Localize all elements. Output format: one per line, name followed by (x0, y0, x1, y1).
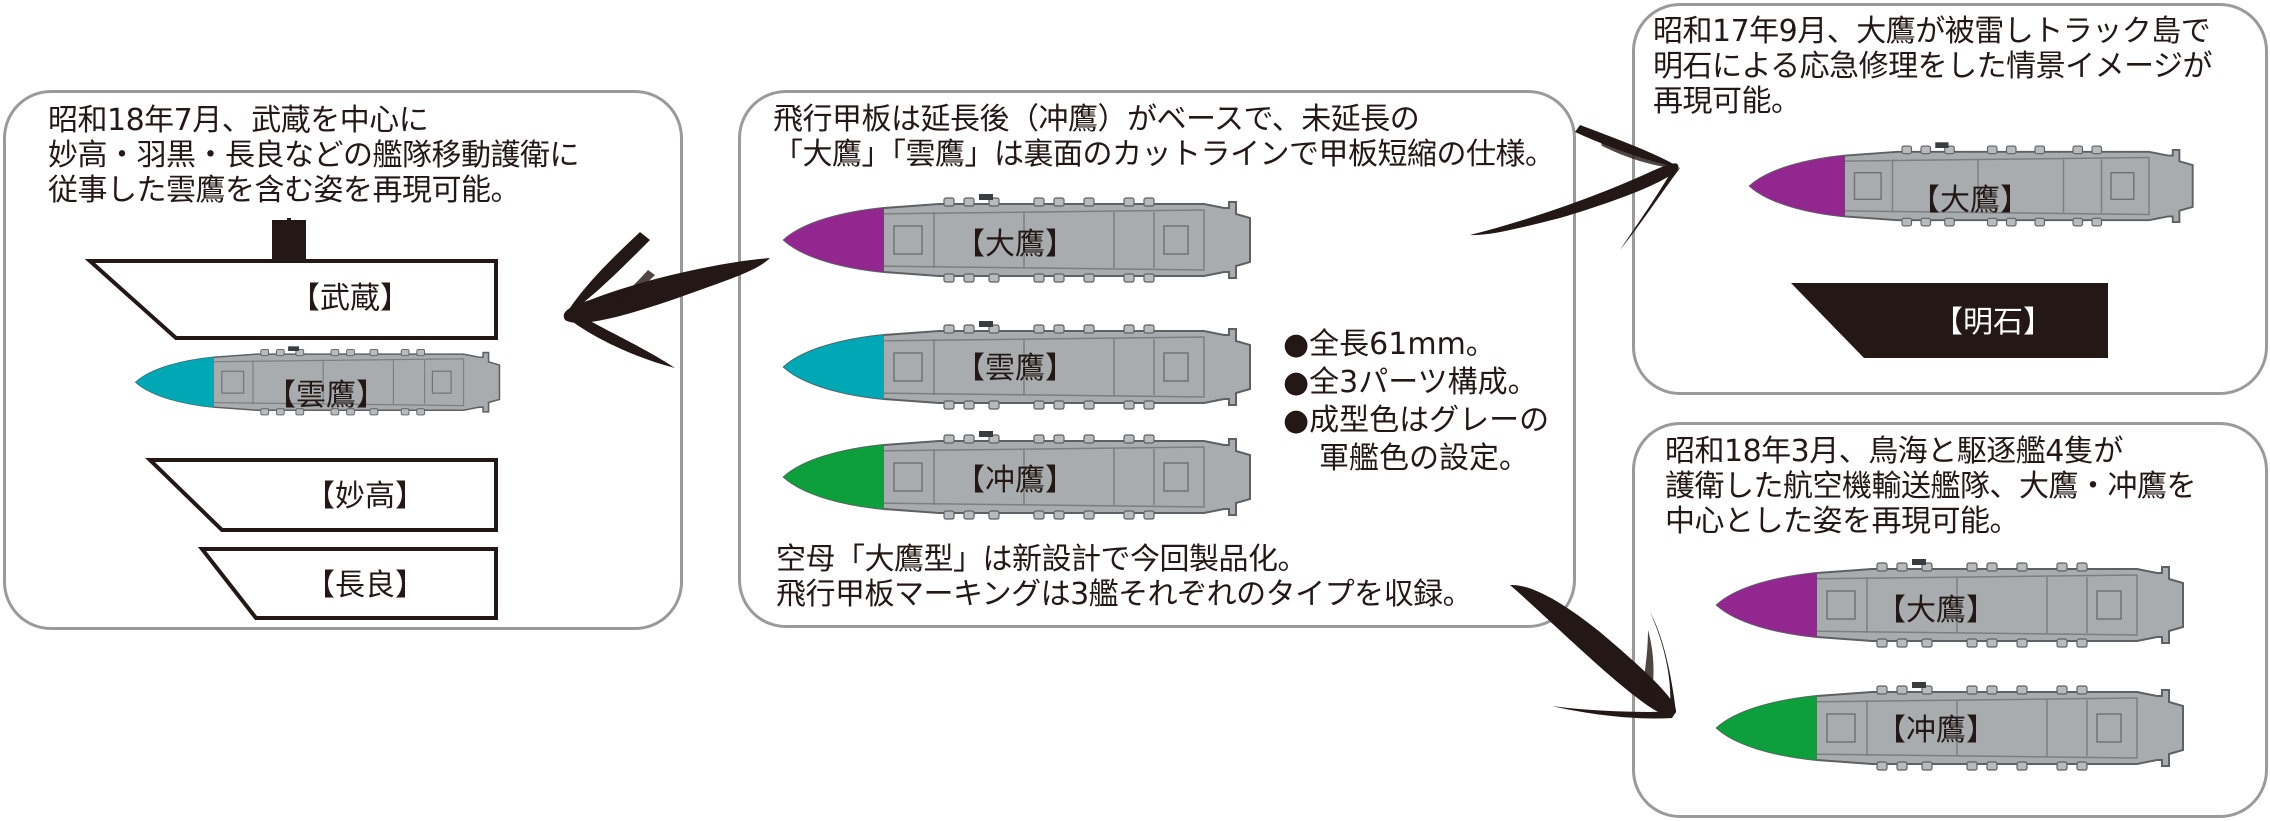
center-top-line-1: 飛行甲板は延長後（冲鷹）がベースで、未延長の (773, 102, 1420, 137)
musashi-label: 【武蔵】 (290, 281, 410, 316)
center-bottom-line-1: 空母「大鷹型」は新設計で今回製品化。 (776, 542, 1308, 577)
br-text-line-1: 昭和18年3月、鳥海と駆逐艦4隻が (1665, 434, 2123, 469)
chuyo-bottom-right-ship (1716, 681, 2184, 771)
arrow-to-left-panel (563, 232, 770, 368)
myoko-label: 【妙高】 (305, 479, 425, 514)
tr-text-line-2: 明石による応急修理をした情景イメージが (1653, 49, 2213, 84)
spec-list: ●全長61mm。 ●全3パーツ構成。 ●成型色はグレーの 軍艦色の設定。 (1283, 326, 1549, 478)
center-panel-bottom-description: 空母「大鷹型」は新設計で今回製品化。 飛行甲板マーキングは3艦それぞれのタイプを… (776, 542, 1473, 612)
chuyo-center-label: 【冲鷹】 (955, 463, 1075, 498)
spec-item-length: ●全長61mm。 (1283, 327, 1496, 362)
left-panel-description: 昭和18年7月、武蔵を中心に 妙高・羽黒・長良などの艦隊移動護衛に 従事した雲鷹… (48, 103, 580, 208)
unyo-left-label: 【雲鷹】 (266, 378, 386, 413)
arrow-to-top-right-panel (1470, 125, 1680, 250)
center-panel-top-description: 飛行甲板は延長後（冲鷹）がベースで、未延長の 「大鷹」「雲鷹」は裏面のカットライ… (773, 102, 1555, 172)
taiyo-top-right-label: 【大鷹】 (1910, 183, 2030, 218)
chuyo-center-ship (783, 430, 1251, 520)
taiyo-bottom-right-label: 【大鷹】 (1876, 593, 1996, 628)
tr-text-line-1: 昭和17年9月、大鷹が被雷しトラック島で (1653, 14, 2211, 49)
center-top-line-2: 「大鷹」「雲鷹」は裏面のカットラインで甲板短縮の仕様。 (773, 137, 1555, 172)
left-text-line-3: 従事した雲鷹を含む姿を再現可能。 (48, 173, 521, 208)
unyo-center-label: 【雲鷹】 (955, 351, 1075, 386)
taiyo-center-ship (783, 193, 1251, 283)
taiyo-bottom-right-ship (1716, 558, 2184, 648)
br-text-line-2: 護衛した航空機輸送艦隊、大鷹・冲鷹を (1665, 469, 2197, 504)
tr-text-line-3: 再現可能。 (1653, 84, 1801, 119)
unyo-left-ship (135, 345, 501, 416)
akashi-label: 【明石】 (1933, 305, 2053, 340)
taiyo-center-label: 【大鷹】 (955, 227, 1075, 262)
left-text-line-2: 妙高・羽黒・長良などの艦隊移動護衛に (48, 138, 580, 173)
taiyo-top-right-ship (1749, 141, 2194, 227)
bottom-right-description: 昭和18年3月、鳥海と駆逐艦4隻が 護衛した航空機輸送艦隊、大鷹・冲鷹を 中心と… (1665, 434, 2197, 539)
spec-item-color: ●成型色はグレーの (1283, 403, 1550, 438)
myoko-silhouette (145, 458, 498, 532)
nagara-label: 【長良】 (305, 568, 425, 603)
spec-item-color-cont: 軍艦色の設定。 (1319, 441, 1529, 476)
left-text-line-1: 昭和18年7月、武蔵を中心に (48, 103, 429, 138)
musashi-silhouette (84, 259, 498, 340)
unyo-center-ship (783, 320, 1251, 410)
center-bottom-line-2: 飛行甲板マーキングは3艦それぞれのタイプを収録。 (776, 577, 1473, 612)
top-right-description: 昭和17年9月、大鷹が被雷しトラック島で 明石による応急修理をした情景イメージが… (1653, 14, 2213, 119)
arrow-to-bottom-right-panel (1510, 584, 1677, 719)
br-text-line-3: 中心とした姿を再現可能。 (1665, 504, 2020, 539)
chuyo-bottom-right-label: 【冲鷹】 (1876, 713, 1996, 748)
akashi-silhouette (1791, 283, 2108, 358)
spec-item-parts: ●全3パーツ構成。 (1283, 365, 1538, 400)
nagara-silhouette (197, 547, 498, 620)
